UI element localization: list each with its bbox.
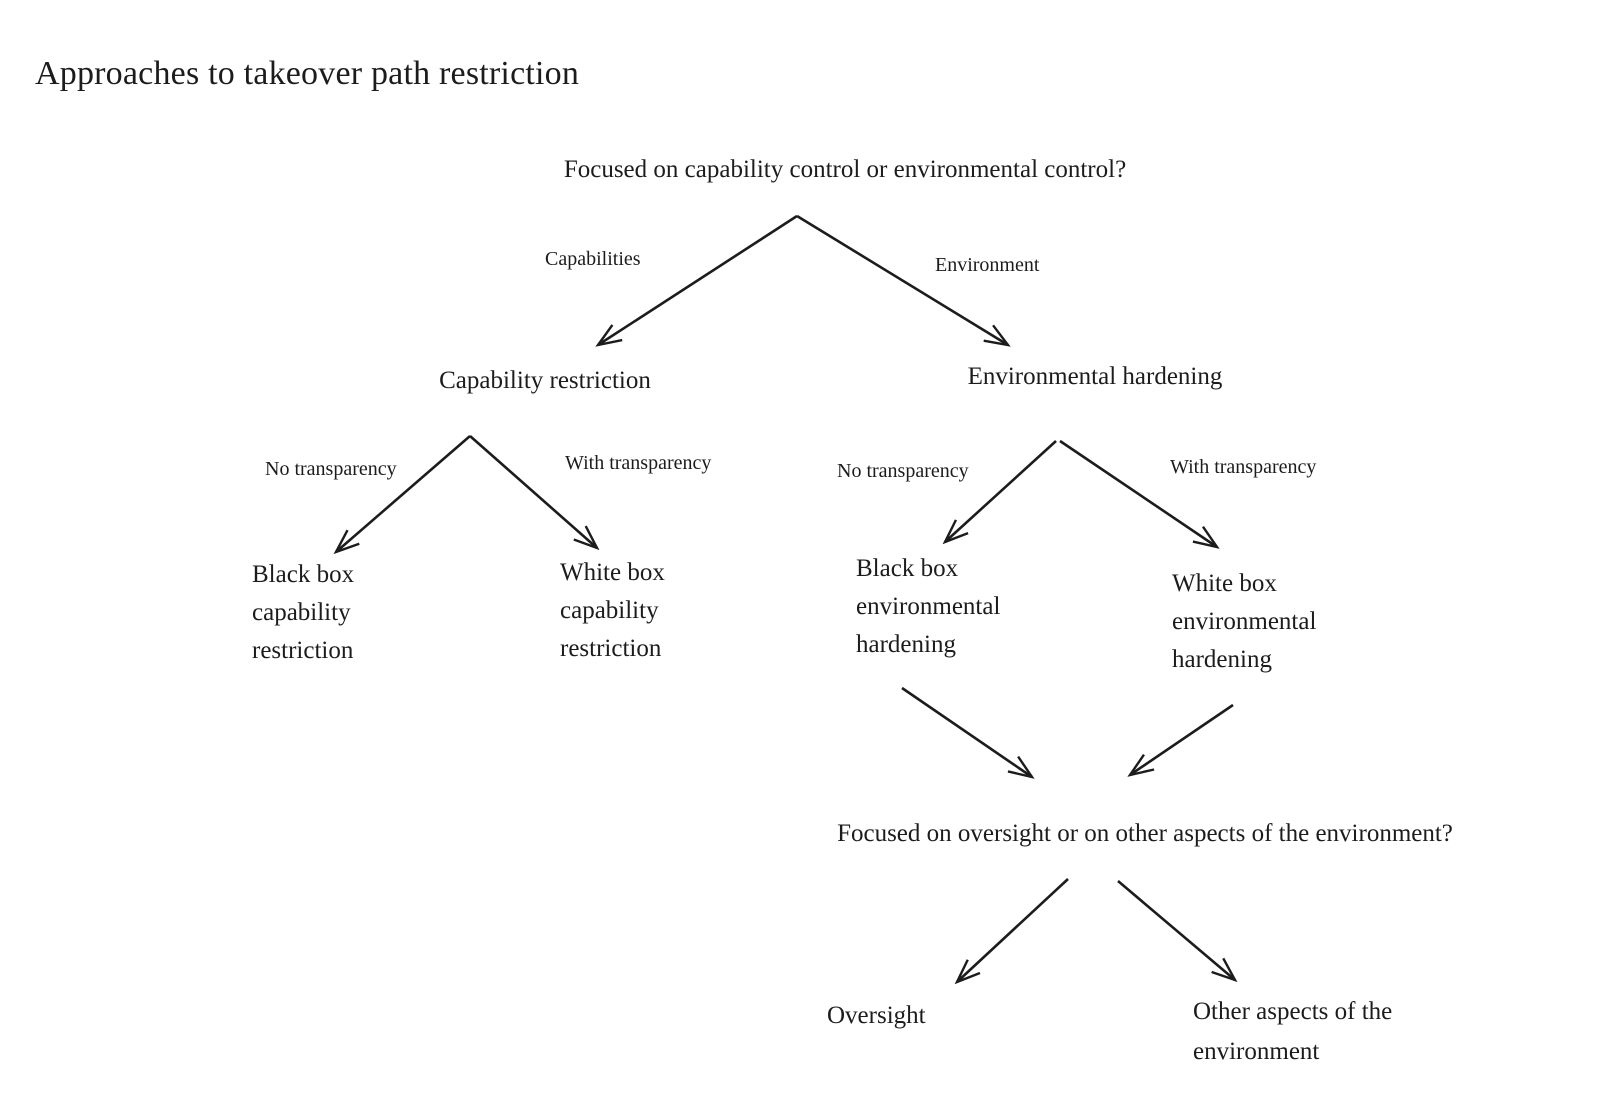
node-white-box-environmental-hardening: White box environmental hardening	[1172, 565, 1316, 679]
leaf-line: Black box	[856, 555, 959, 582]
node-other-aspects-of-environment: Other aspects of the environment	[1193, 992, 1392, 1072]
leaf-line: hardening	[856, 631, 956, 658]
arrow-root-to-environmental-hardening	[796, 214, 1008, 345]
page-title: Approaches to takeover path restriction	[35, 55, 580, 92]
arrow-white-box-env-to-oversight-question	[1130, 703, 1234, 775]
arrow-capability-no-transparency	[336, 435, 471, 552]
leaf-line: environmental	[856, 593, 1001, 620]
leaf-line: environmental	[1172, 608, 1317, 635]
edge-label-cap-no-transparency: No transparency	[265, 458, 397, 480]
root-question: Focused on capability control or environ…	[563, 156, 1127, 183]
arrow-question-to-oversight	[957, 878, 1069, 982]
oversight-question: Focused on oversight or on other aspects…	[837, 820, 1453, 847]
leaf-line: Black box	[252, 561, 355, 588]
arrow-question-to-other-aspects	[1117, 880, 1235, 980]
edge-label-cap-with-transparency: With transparency	[565, 452, 712, 474]
edge-label-environment: Environment	[935, 254, 1040, 276]
node-oversight: Oversight	[827, 1002, 926, 1029]
leaf-line: hardening	[1172, 646, 1272, 673]
edge-label-env-no-transparency: No transparency	[837, 460, 969, 482]
arrow-environment-no-transparency	[945, 440, 1057, 542]
edge-label-capabilities: Capabilities	[545, 248, 641, 270]
arrow-black-box-env-to-oversight-question	[901, 686, 1032, 777]
node-white-box-capability-restriction: White box capability restriction	[560, 554, 665, 668]
node-environmental-hardening: Environmental hardening	[967, 363, 1223, 390]
node-black-box-environmental-hardening: Black box environmental hardening	[856, 550, 1000, 664]
leaf-line: capability	[560, 597, 659, 624]
arrow-root-to-capability-restriction	[598, 214, 798, 345]
node-black-box-capability-restriction: Black box capability restriction	[252, 556, 354, 670]
node-capability-restriction: Capability restriction	[439, 367, 651, 394]
leaf-line: White box	[560, 559, 665, 586]
edge-label-env-with-transparency: With transparency	[1170, 456, 1317, 478]
leaf-line: restriction	[560, 635, 662, 662]
leaf-line: White box	[1172, 570, 1277, 597]
leaf-line: restriction	[252, 637, 354, 664]
leaf-line: capability	[252, 599, 351, 626]
leaf-line: Other aspects of the	[1193, 998, 1393, 1025]
leaf-line: environment	[1193, 1038, 1320, 1065]
